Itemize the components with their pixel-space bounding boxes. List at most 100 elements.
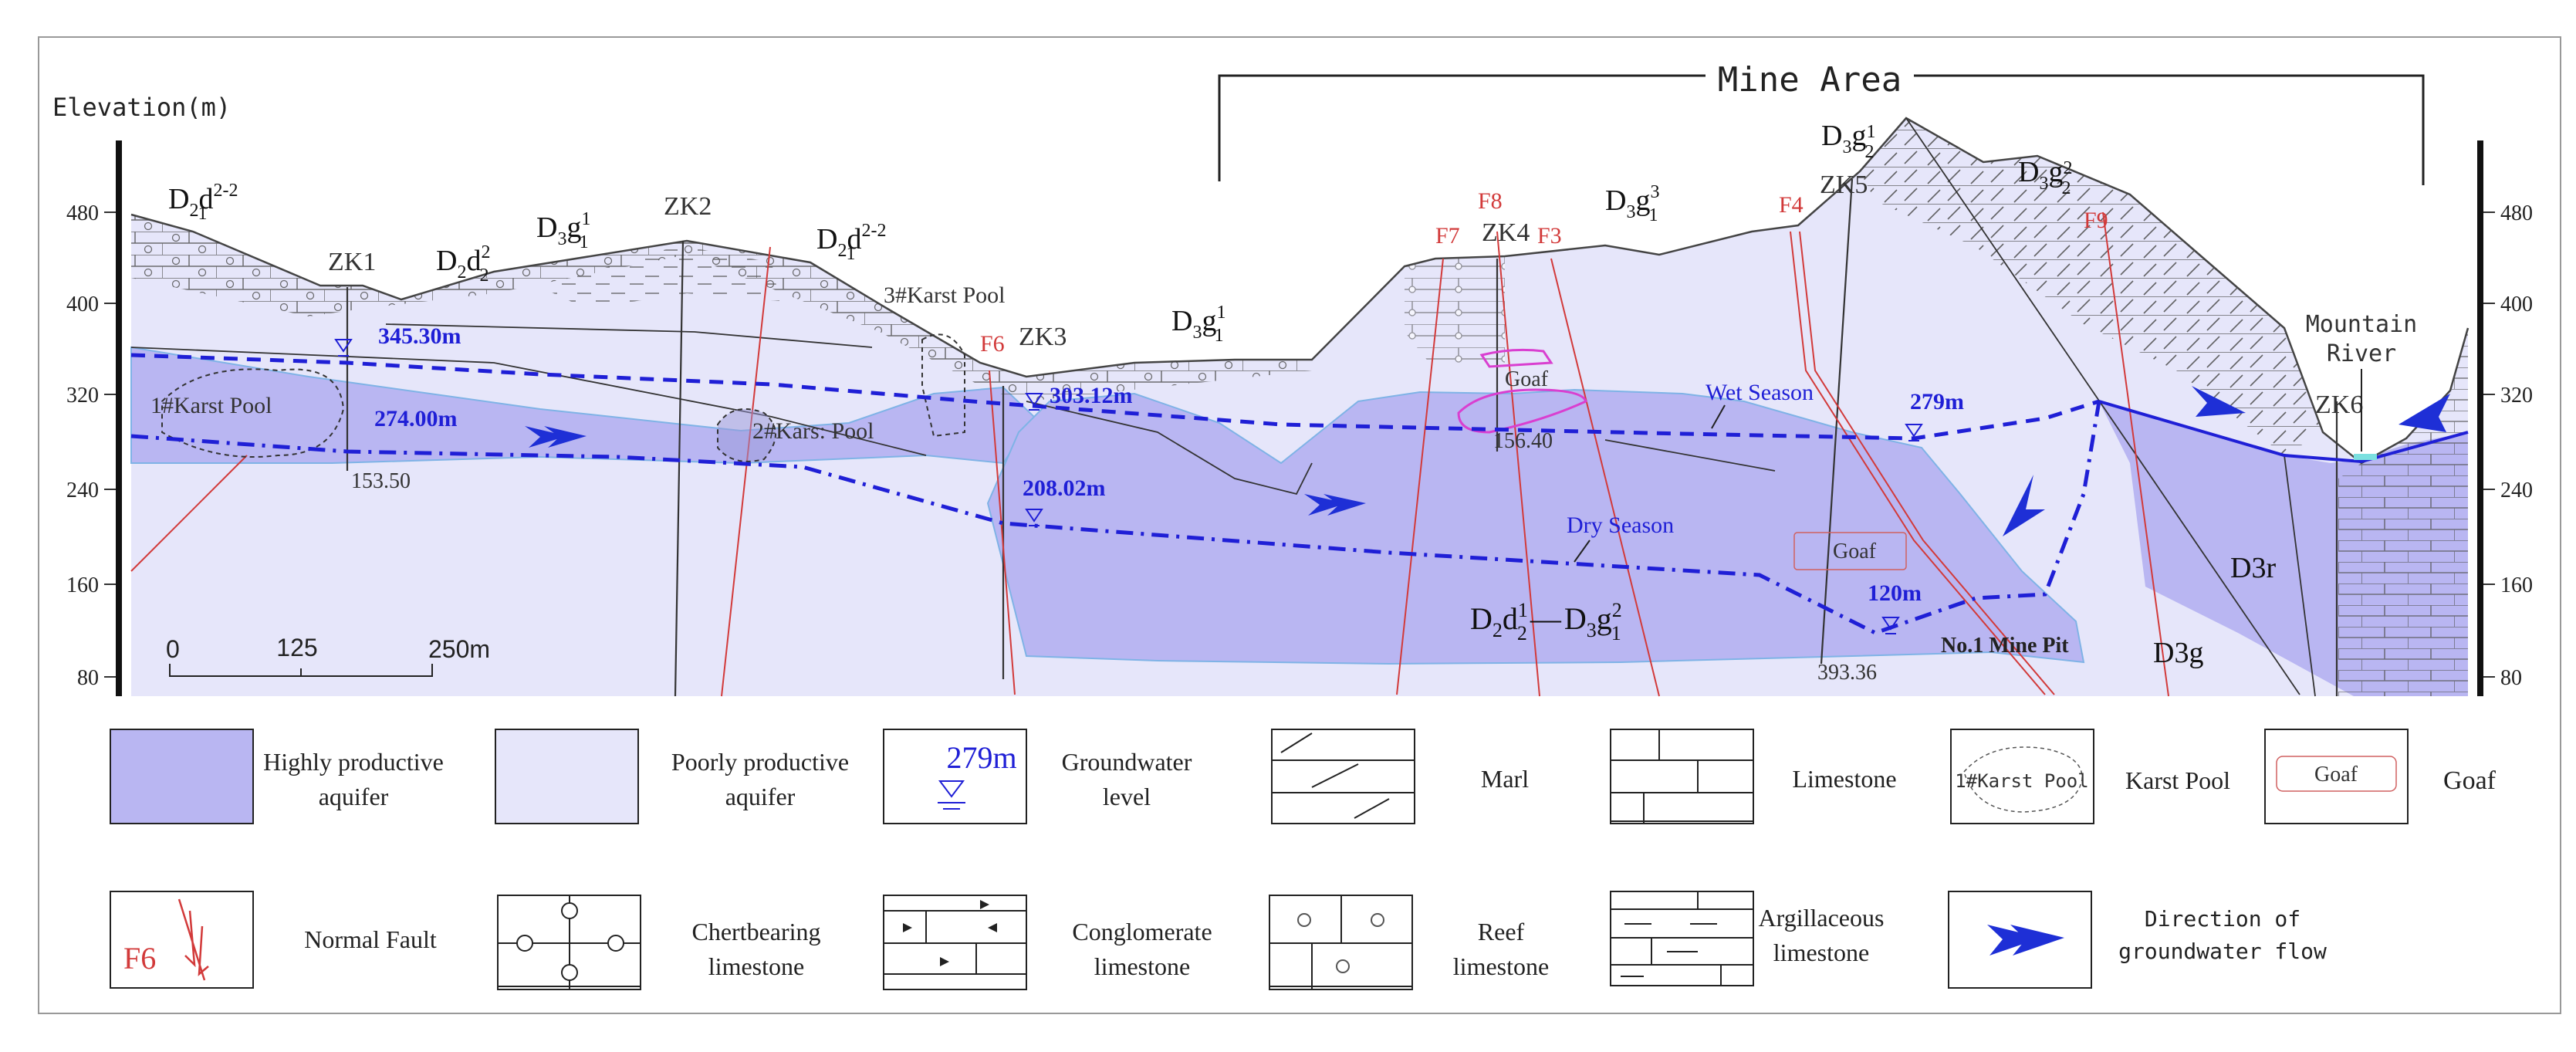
formation-d3g: D3g <box>2153 637 2203 669</box>
legend-conglomerate-line1: Conglomerate <box>1072 918 1212 945</box>
legend-goaf-sample: Goaf <box>2314 763 2358 786</box>
right-tick-160: 160 <box>2500 573 2533 597</box>
legend-marl-label: Marl <box>1481 765 1529 793</box>
label-f9: F9 <box>2084 208 2108 233</box>
label-zk1: ZK1 <box>328 248 376 276</box>
legend-karst-sample: 1#Karst Pool <box>1955 770 2088 792</box>
karst-pool-3-outline <box>921 333 965 438</box>
legend-karst-label: Karst Pool <box>2125 766 2230 794</box>
legend-flow-line1: Direction of <box>2145 906 2300 932</box>
right-tick-400: 400 <box>2500 293 2533 316</box>
legend-conglomerate: Conglomerate limestone <box>883 895 1212 990</box>
legend-argillaceous: Argillaceous limestone <box>1610 891 1884 986</box>
mountain-river-label-1: Mountain <box>2306 311 2418 338</box>
legend-poor-aquifer-line2: aquifer <box>725 783 796 810</box>
groundwater-level-lines <box>130 353 2101 635</box>
label-depth-393: 393.36 <box>1817 661 1877 685</box>
mine-area-label: Mine Area <box>1718 60 1902 100</box>
fault-labels: F6 F7 F8 F3 F4 F9 <box>980 188 2108 357</box>
legend-high-aquifer-swatch <box>110 729 254 824</box>
goaf-label-upper: Goaf <box>1505 367 1549 391</box>
label-karst-pool-1: 1#Karst Pool <box>150 393 272 418</box>
label-level-303: 303.12m <box>1050 383 1133 408</box>
goaf-upper-outline <box>1479 348 1553 368</box>
right-tick-480: 480 <box>2500 201 2533 225</box>
wet-season-level <box>130 353 2100 441</box>
left-tick-400: 400 <box>66 293 99 316</box>
legend-groundwater-line1: Groundwater <box>1062 748 1192 776</box>
dry-season-leader <box>1574 540 1591 563</box>
flow-arrow-middle <box>1304 494 1366 516</box>
fault-f8-line <box>1496 231 1540 697</box>
mountain-river-label-2: River <box>2327 340 2396 367</box>
legend-karst-pool-icon <box>1963 746 2083 813</box>
left-tick-240: 240 <box>66 479 99 502</box>
legend-goaf-icon <box>2276 756 2397 792</box>
karst-pools <box>161 333 965 462</box>
left-elevation-axis: 480 400 320 240 160 80 Elevation(m) <box>52 93 231 696</box>
legend-conglomerate-line2: limestone <box>1094 952 1190 980</box>
legend-chert-line2: limestone <box>708 952 804 980</box>
legend-fault-label: Normal Fault <box>304 925 437 953</box>
legend-goaf-swatch <box>2264 729 2409 824</box>
legend-flow-arrow-icon <box>1987 925 2064 956</box>
label-karst-pool-2: 2#Kars: Pool <box>752 418 874 444</box>
legend-marl-pattern-icon <box>1272 732 1415 819</box>
legend-argillaceous-line2: limestone <box>1773 939 1869 966</box>
karst-pool-2-outline <box>717 408 776 462</box>
mine-area-bracket: Mine Area <box>1218 60 2425 185</box>
label-f3: F3 <box>1537 223 1562 249</box>
dry-season-label: Dry Season <box>1567 512 1674 538</box>
goaf-zk5-box <box>1793 532 1907 570</box>
cross-section <box>130 117 2470 697</box>
left-axis-bar <box>116 140 122 696</box>
formation-d3r: D3r <box>2230 552 2276 584</box>
label-level-274: 274.00m <box>374 406 458 431</box>
legend-goaf-label: Goaf <box>2443 766 2497 795</box>
borehole-labels: ZK1 ZK2 ZK3 ZK4 ZK5 ZK6 <box>328 171 2363 419</box>
legend-limestone-swatch <box>1610 729 1754 824</box>
marl-band-right <box>1860 118 2323 455</box>
legend-chert-nodules-icon <box>516 902 624 981</box>
left-tick-80: 80 <box>77 666 99 690</box>
legend-high-aquifer-line1: Highly productive <box>263 748 444 776</box>
fault-f0-line <box>130 455 248 572</box>
right-axis-bar <box>2477 140 2483 696</box>
right-tick-240: 240 <box>2500 479 2533 502</box>
legend-groundwater-line2: level <box>1103 783 1151 810</box>
goaf-shapes <box>1457 348 1587 434</box>
label-depth-156: 156.40 <box>1493 429 1553 453</box>
label-f6: F6 <box>980 331 1005 357</box>
figure-border <box>38 36 2561 1014</box>
label-f7: F7 <box>1435 223 1460 249</box>
legend-reef-line2: limestone <box>1453 952 1549 980</box>
legend-argillaceous-pattern-icon <box>1611 891 1753 986</box>
limestone-band-left <box>131 215 1312 401</box>
legend-karst-pool: 1#Karst Pool Karst Pool <box>1950 729 2230 824</box>
goaf-lower-outline <box>1457 388 1587 434</box>
fault-f9-line <box>2102 211 2169 697</box>
label-zk4: ZK4 <box>1482 218 1530 247</box>
fault-f3-line <box>1550 258 1660 697</box>
mine-pit-label: No.1 Mine Pit <box>1941 634 2069 658</box>
label-zk3: ZK3 <box>1019 323 1067 351</box>
legend-limestone-label: Limestone <box>1792 765 1896 793</box>
label-zk2: ZK2 <box>664 192 712 221</box>
legend-limestone: Limestone <box>1610 729 1897 824</box>
legend-conglomerate-pebbles-icon <box>903 900 997 966</box>
wet-season-leader <box>1711 404 1726 429</box>
legend-fault: F6 Normal Fault <box>110 891 437 989</box>
scale-zero: 0 <box>166 635 180 663</box>
left-tick-160: 160 <box>66 573 99 597</box>
scale-mid: 125 <box>276 634 317 661</box>
legend-conglomerate-pattern-icon <box>884 910 1026 975</box>
dry-season-level <box>130 401 2101 635</box>
borehole-zk2-line <box>674 240 685 697</box>
ground-surface-line <box>130 117 2470 465</box>
elevation-label: Elevation(m) <box>52 93 231 122</box>
